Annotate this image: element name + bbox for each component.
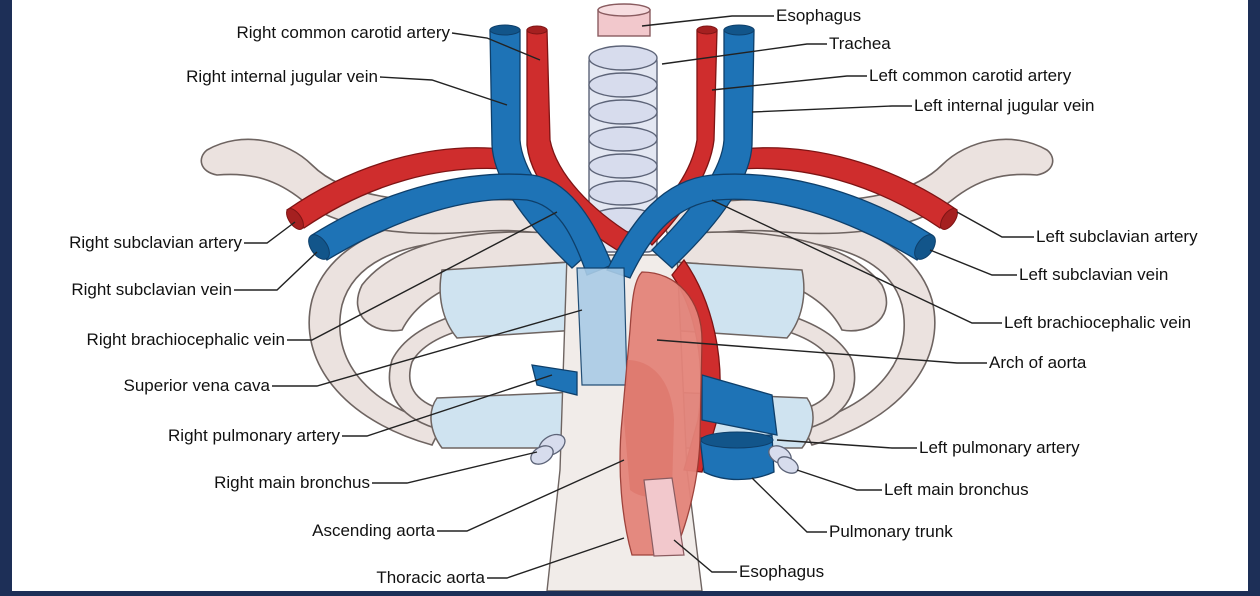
label-esophagus-bottom: Esophagus [739, 562, 824, 581]
label-superior-vena-cava: Superior vena cava [124, 376, 271, 395]
label-pulmonary-trunk: Pulmonary trunk [829, 522, 953, 541]
label-right-pulmonary-artery: Right pulmonary artery [168, 426, 340, 445]
esophagus-top [598, 4, 650, 36]
label-right-brachiocephalic-vein: Right brachiocephalic vein [87, 330, 285, 349]
label-trachea: Trachea [829, 34, 891, 53]
label-right-main-bronchus: Right main bronchus [214, 473, 370, 492]
label-right-internal-jugular-vein: Right internal jugular vein [186, 67, 378, 86]
label-left-subclavian-artery: Left subclavian artery [1036, 227, 1198, 246]
label-arch-of-aorta: Arch of aorta [989, 353, 1087, 372]
label-thoracic-aorta: Thoracic aorta [376, 568, 485, 587]
label-left-brachiocephalic-vein: Left brachiocephalic vein [1004, 313, 1191, 332]
label-left-internal-jugular-vein: Left internal jugular vein [914, 96, 1095, 115]
right-costal-cartilage-1 [440, 262, 577, 338]
label-right-common-carotid-artery: Right common carotid artery [236, 23, 450, 42]
label-left-common-carotid-artery: Left common carotid artery [869, 66, 1072, 85]
label-right-subclavian-artery: Right subclavian artery [69, 233, 242, 252]
label-right-subclavian-vein: Right subclavian vein [71, 280, 232, 299]
label-ascending-aorta: Ascending aorta [312, 521, 435, 540]
label-left-main-bronchus: Left main bronchus [884, 480, 1029, 499]
label-left-subclavian-vein: Left subclavian vein [1019, 265, 1168, 284]
superior-vena-cava-vessel [577, 268, 627, 385]
diagram-panel: Right common carotid artery Right intern… [12, 0, 1248, 591]
label-esophagus-top: Esophagus [776, 6, 861, 25]
anatomy-diagram: Right common carotid artery Right intern… [12, 0, 1248, 591]
label-left-pulmonary-artery: Left pulmonary artery [919, 438, 1080, 457]
